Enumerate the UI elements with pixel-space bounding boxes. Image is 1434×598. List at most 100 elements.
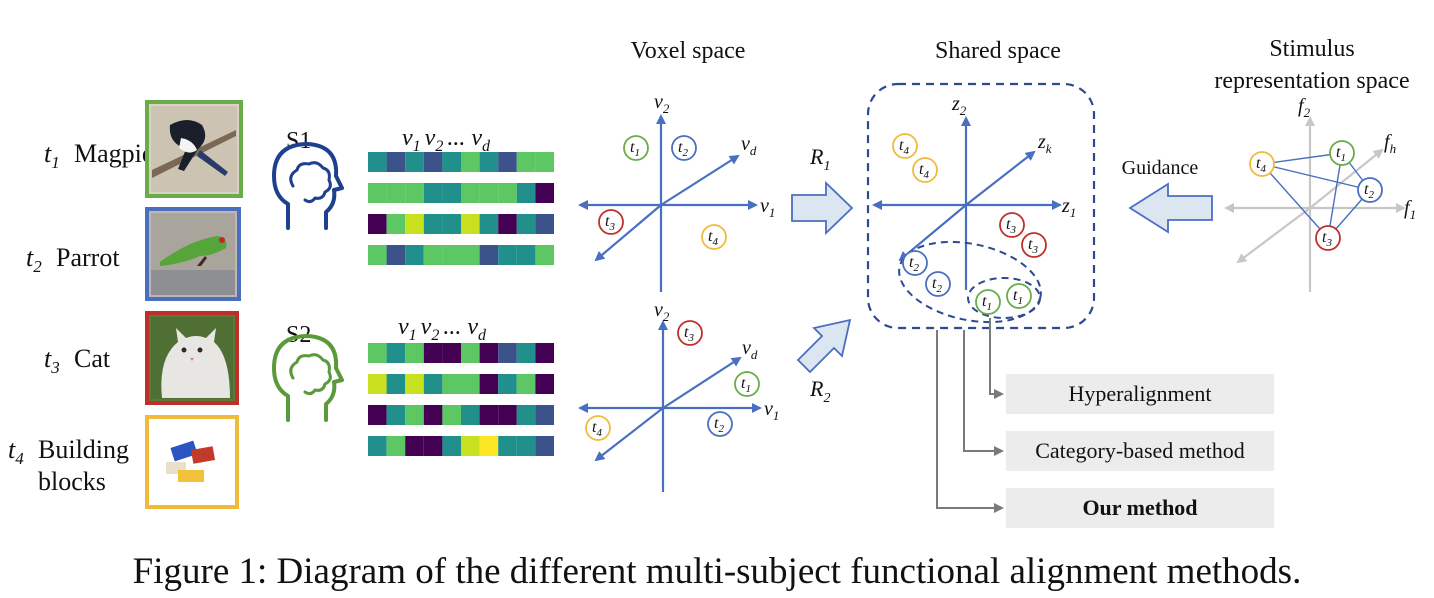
token-t1: t1 [975, 289, 1001, 315]
svg-text:t2: t2 [909, 254, 919, 274]
voxel-cell [535, 374, 554, 394]
axis-label-vd: vd [742, 337, 758, 362]
svg-text:t4: t4 [899, 137, 909, 157]
voxel-cell [535, 214, 554, 234]
token-t4: t4 [892, 133, 918, 159]
axis-label-v1: v1 [760, 195, 775, 220]
voxel-cell [479, 245, 499, 265]
voxel-axes-s1 [578, 114, 758, 292]
method-label-category-based: Category-based method [1035, 438, 1245, 463]
voxel-cell [516, 245, 536, 265]
voxel-cell [423, 405, 443, 425]
stimulus-label-t2: t2 Parrot [26, 243, 120, 276]
voxel-cell [498, 214, 517, 234]
svg-text:t4: t4 [592, 419, 602, 439]
voxel-cell [461, 374, 480, 394]
method-box-category-based [1006, 431, 1274, 471]
voxel-cell [516, 152, 536, 172]
token-t2: t2 [925, 271, 951, 297]
token-t1: t1 [1006, 283, 1032, 309]
stimulus-axes [1224, 116, 1406, 292]
svg-text:blocks: blocks [38, 467, 106, 496]
voxel-cell [535, 152, 554, 172]
shared-axes [872, 116, 1062, 290]
voxel-cell [442, 183, 461, 203]
voxel-cell [423, 343, 443, 363]
svg-text:t1: t1 [982, 293, 992, 313]
voxel-cell [405, 436, 424, 456]
token-t1: t1 [734, 371, 760, 397]
guidance-block-arrow [1128, 182, 1213, 234]
instance-cluster-ellipse [967, 277, 1041, 319]
voxel-cell [423, 214, 443, 234]
voxel-cell [535, 343, 554, 363]
voxel-matrix-s2 [368, 343, 554, 456]
token-t3: t3 [598, 209, 624, 235]
token-t4: t4 [912, 157, 938, 183]
voxel-cell [442, 214, 461, 234]
axis-label-vd: vd [741, 133, 757, 158]
heading-stimulus-line2: representation space [1214, 68, 1409, 94]
axis-label-f1: f1 [1404, 197, 1416, 222]
voxel-cell [386, 152, 406, 172]
voxel-cell [442, 245, 461, 265]
svg-text:t3: t3 [44, 344, 60, 377]
voxel-cell [498, 405, 517, 425]
svg-text:t4: t4 [8, 435, 24, 468]
token-t4: t4 [585, 415, 611, 441]
stimulus-label-t3: t3 Cat [44, 344, 111, 377]
magpie-photo [145, 100, 243, 198]
voxel-cell [461, 405, 480, 425]
token-t2: t2 [671, 135, 697, 161]
svg-text:Cat: Cat [74, 344, 111, 373]
voxel-cell [442, 405, 461, 425]
voxel-cell [479, 374, 499, 394]
voxel-cell [479, 183, 499, 203]
voxel-cell [498, 436, 517, 456]
voxel-cell [386, 436, 406, 456]
voxel-cell [498, 245, 517, 265]
voxel-cell [461, 214, 480, 234]
voxel-cell [423, 436, 443, 456]
svg-text:t1: t1 [1013, 287, 1023, 307]
svg-text:t3: t3 [605, 213, 615, 233]
voxel-cell [442, 152, 461, 172]
voxel-cell [423, 152, 443, 172]
voxel-cell [405, 343, 424, 363]
axis-label-v1: v1 [764, 398, 779, 423]
voxel-cell [386, 405, 406, 425]
voxel-cell [479, 152, 499, 172]
building-blocks-photo [145, 415, 239, 509]
parrot-photo [145, 207, 241, 301]
axis-label-z1: z1 [1061, 195, 1076, 220]
shared-space-box [866, 82, 1096, 330]
svg-text:t3: t3 [1028, 236, 1038, 256]
voxel-cell [535, 405, 554, 425]
voxel-cell [516, 183, 536, 203]
svg-text:t3: t3 [1322, 229, 1332, 249]
heading-voxel-space: Voxel space [631, 38, 746, 64]
voxel-cell [386, 245, 406, 265]
voxel-cell [498, 374, 517, 394]
category-cluster-ellipse [898, 240, 1042, 324]
voxel-cell [479, 436, 499, 456]
voxel-cell [386, 343, 406, 363]
token-t1: t1 [1329, 140, 1355, 166]
voxel-cell [461, 436, 480, 456]
axis-label-v2: v2 [654, 299, 670, 324]
voxel-cell [461, 183, 480, 203]
voxel-cell [461, 343, 480, 363]
heading-shared-space: Shared space [935, 38, 1061, 64]
voxel-cell [423, 183, 443, 203]
voxel-cell [386, 183, 406, 203]
svg-text:t1: t1 [44, 139, 60, 172]
cat-photo [145, 311, 239, 405]
svg-text:t3: t3 [684, 324, 694, 344]
guidance-label: Guidance [1122, 157, 1199, 179]
token-t2: t2 [1357, 177, 1383, 203]
voxel-matrix-s1 [368, 152, 554, 265]
svg-text:t2: t2 [26, 243, 42, 276]
method-label-our-method: Our method [1082, 495, 1197, 520]
voxel-cell [368, 405, 387, 425]
figure-caption: Figure 1: Diagram of the different multi… [132, 551, 1302, 592]
